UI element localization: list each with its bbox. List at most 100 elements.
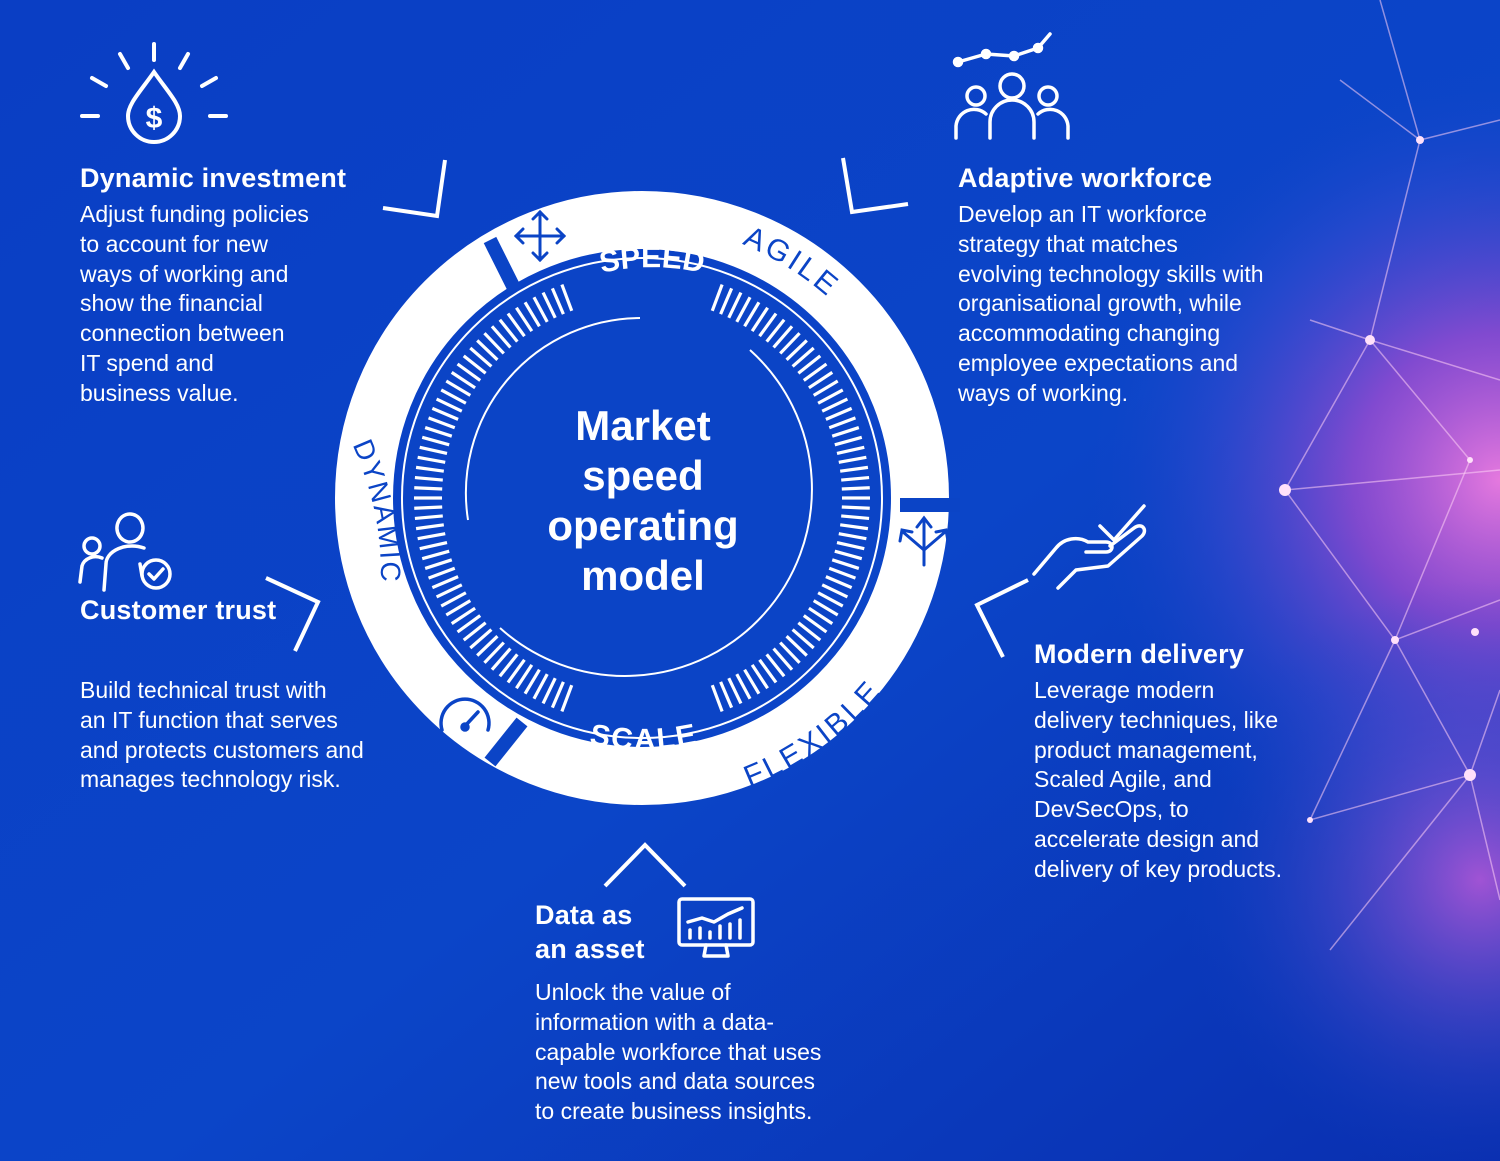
body-line: manages technology risk. (80, 766, 341, 793)
tick-mark (421, 549, 450, 561)
tick-mark (750, 664, 769, 690)
tick-mark (735, 296, 752, 323)
tick-mark (727, 677, 743, 705)
tick-mark (427, 416, 456, 430)
tick-mark (719, 287, 734, 315)
tick-mark (515, 306, 534, 332)
body-line: accelerate design and (1034, 825, 1260, 852)
tick-mark (424, 558, 453, 570)
tick-mark (445, 379, 472, 397)
tick-mark (424, 426, 453, 438)
tick-mark (802, 362, 828, 382)
tick-mark (750, 306, 769, 332)
tick-mark (419, 445, 448, 456)
modern-delivery-body: Leverage modern delivery techniques, lik… (1034, 676, 1334, 885)
tick-mark (414, 486, 443, 491)
customer-trust-body: Build technical trust with an IT functio… (80, 676, 420, 795)
tick-mark (541, 677, 557, 705)
body-line: DevSecOps, to (1034, 796, 1189, 823)
speed-label: SPEED (597, 241, 707, 279)
bracket-adaptive-workforce (841, 157, 909, 215)
tick-mark (785, 339, 808, 361)
center-title: Market speed operating model (547, 402, 738, 599)
tick-mark (828, 566, 857, 580)
tick-mark (550, 287, 565, 315)
tick-mark (427, 566, 456, 580)
tick-mark (415, 523, 445, 531)
tick-mark (450, 371, 476, 390)
tick-mark (523, 301, 541, 328)
tick-mark (414, 475, 443, 482)
tick-mark (825, 406, 853, 421)
tick-mark (838, 532, 867, 541)
money-drop-icon: $ (80, 42, 228, 144)
tick-mark (765, 318, 786, 343)
body-line: Develop an IT workforce (958, 201, 1207, 227)
tick-mark (831, 426, 860, 438)
tick-mark (817, 388, 844, 405)
tick-mark (802, 614, 828, 634)
tick-mark (456, 362, 482, 382)
tick-mark (812, 379, 839, 397)
team-growth-icon (952, 32, 1070, 140)
tick-mark (791, 346, 815, 368)
tick-mark (476, 635, 499, 657)
body-line: accommodating changing (958, 320, 1221, 347)
tick-mark (839, 465, 869, 473)
tick-mark (440, 591, 467, 608)
tick-mark (462, 354, 487, 375)
scale-label: SCALE (588, 718, 699, 756)
tick-mark (817, 591, 844, 608)
tick-mark (791, 628, 815, 650)
body-line: organisational growth, while (958, 290, 1242, 317)
section-data-asset-title: Data as an asset (535, 898, 735, 966)
tick-mark (772, 647, 794, 671)
dollar-sign: $ (146, 102, 163, 135)
monitor-chart-icon (677, 897, 755, 958)
tick-mark (743, 668, 761, 695)
network-nodes (1279, 136, 1479, 823)
section-data-asset-body: Unlock the value of information with a d… (535, 972, 875, 1127)
section-customer-trust-body: Build technical trust with an IT functio… (80, 670, 420, 795)
tick-mark (831, 558, 860, 570)
tick-mark (812, 599, 839, 617)
section-modern-delivery: Modern delivery Leverage modern delivery… (1034, 638, 1334, 885)
tick-mark (834, 549, 863, 561)
tick-mark (435, 397, 463, 413)
dynamic-investment-title: Dynamic investment (80, 163, 347, 193)
tick-mark (490, 325, 512, 349)
tick-mark (841, 475, 870, 482)
body-line: delivery techniques, like (1034, 706, 1279, 733)
speedometer-icon (439, 697, 491, 732)
tick-mark (476, 339, 499, 361)
verified-people-icon (78, 512, 172, 592)
tick-mark (797, 354, 822, 375)
adaptive-workforce-title: Adaptive workforce (958, 163, 1213, 193)
ring-label-scale: SCALE (588, 718, 699, 756)
tick-mark (417, 532, 446, 541)
tick-mark (828, 416, 857, 430)
data-asset-body: Unlock the value of information with a d… (535, 978, 875, 1127)
tick-mark (417, 455, 446, 464)
inner-arc-right (499, 349, 813, 677)
body-line: connection between (80, 320, 285, 347)
tick-mark (469, 628, 493, 650)
tick-mark (415, 465, 445, 473)
body-line: delivery of key products. (1034, 855, 1283, 882)
tick-mark (808, 371, 834, 390)
move-arrows-icon (513, 209, 567, 263)
tick-mark (836, 445, 865, 456)
tick-mark (797, 621, 822, 642)
adaptive-workforce-body: Develop an IT workforce strategy that ma… (958, 200, 1318, 409)
body-line: Adjust funding policies (80, 201, 309, 227)
tick-mark (841, 486, 870, 491)
center-line-2: speed (582, 452, 703, 499)
center-line-4: model (581, 552, 705, 599)
tick-mark (462, 621, 487, 642)
body-line: Build technical trust with (80, 677, 327, 703)
tick-mark (743, 301, 761, 328)
tick-mark (431, 575, 459, 590)
tick-mark (450, 606, 476, 625)
tick-mark (456, 614, 482, 634)
